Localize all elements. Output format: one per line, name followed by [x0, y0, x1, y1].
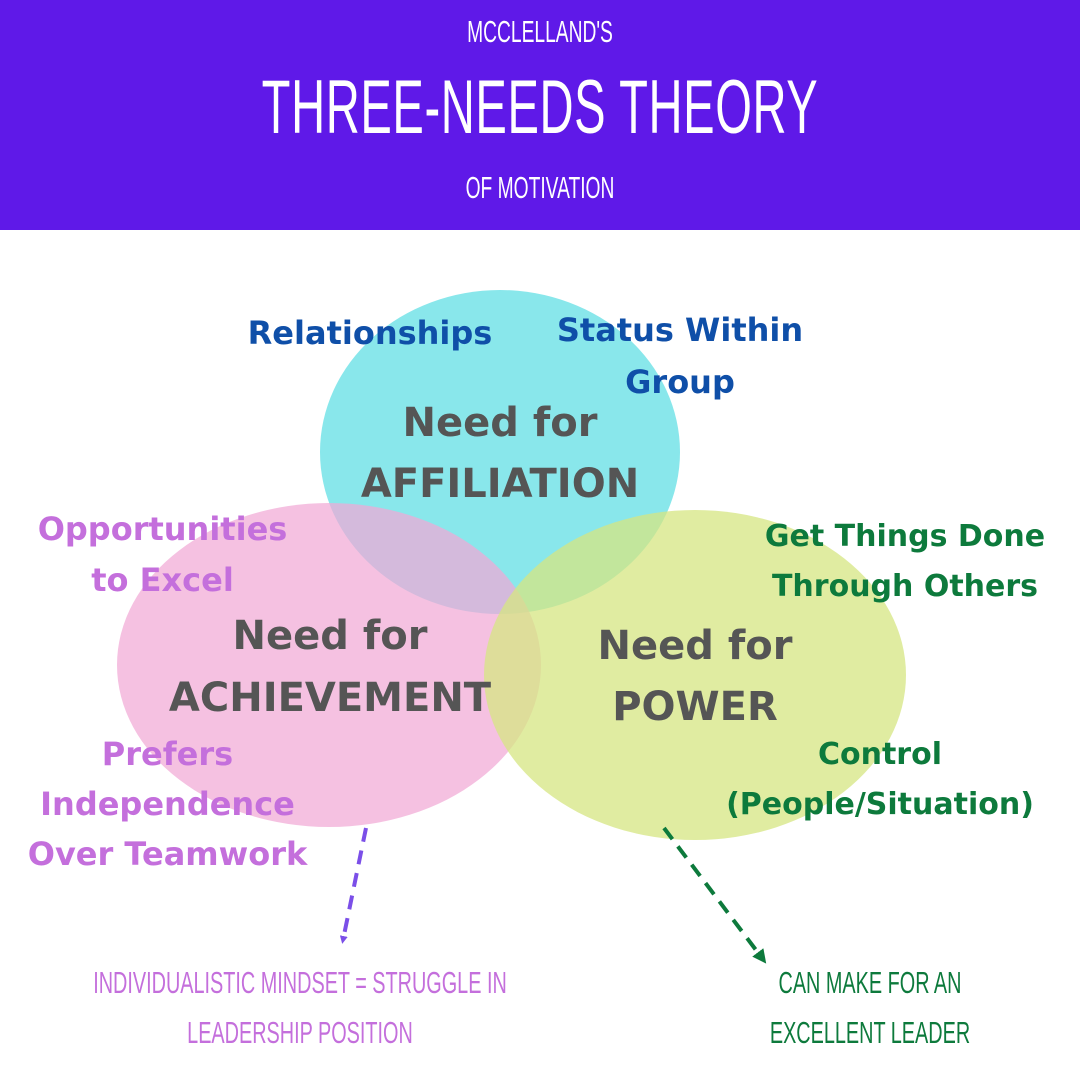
power-outcome-line2: EXCELLENT LEADER — [769, 1015, 971, 1050]
trait-control: Control — [817, 737, 942, 772]
trait-over-teamwork: Over Teamwork — [27, 835, 308, 873]
subtitle-bottom: OF MOTIVATION — [465, 170, 615, 205]
power-heading-line2: POWER — [612, 684, 778, 730]
achievement-outcome-line1: INDIVIDUALISTIC MINDSET = STRUGGLE IN — [93, 965, 507, 1000]
trait-group: Group — [625, 363, 735, 401]
trait-relationships: Relationships — [247, 314, 493, 352]
trait-through-others: Through Others — [771, 569, 1039, 604]
power-circle — [484, 510, 906, 840]
achievement-arrow — [339, 827, 368, 944]
power-arrow — [662, 826, 767, 964]
power-outcome-line1: CAN MAKE FOR AN — [778, 965, 962, 1000]
trait-status-within: Status Within — [556, 311, 804, 349]
trait-get-things-done: Get Things Done — [764, 519, 1046, 554]
achievement-heading-line2: ACHIEVEMENT — [168, 675, 492, 721]
achievement-circle — [117, 503, 541, 827]
trait-to-excel: to Excel — [91, 561, 234, 599]
power-heading-line1: Need for — [597, 623, 793, 669]
page-title: THREE-NEEDS THEORY — [261, 65, 819, 150]
trait-people-situation: (People/Situation) — [726, 787, 1034, 822]
achievement-outcome-line2: LEADERSHIP POSITION — [187, 1015, 413, 1050]
title-banner: MCCLELLAND'S THREE-NEEDS THEORY OF MOTIV… — [0, 0, 1080, 230]
subtitle-top: MCCLELLAND'S — [467, 14, 613, 49]
trait-prefers: Prefers — [101, 735, 234, 773]
achievement-heading-line1: Need for — [232, 613, 428, 659]
trait-opportunities: Opportunities — [37, 510, 288, 548]
affiliation-heading-line2: AFFILIATION — [360, 461, 640, 507]
trait-independence: Independence — [40, 785, 295, 823]
affiliation-heading-line1: Need for — [402, 400, 598, 446]
